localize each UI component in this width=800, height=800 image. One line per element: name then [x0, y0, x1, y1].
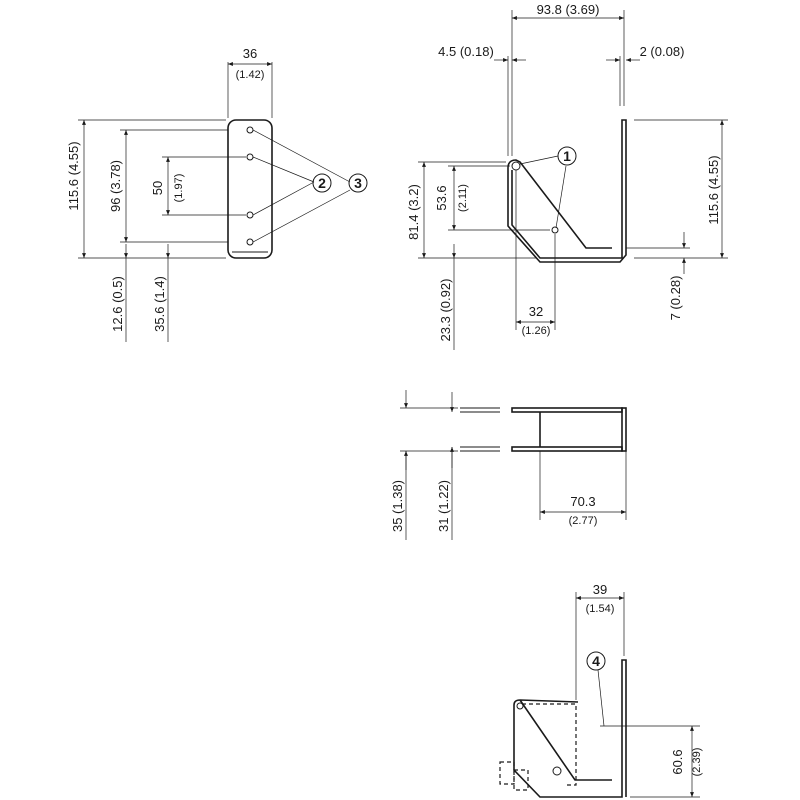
adjusted-adjust-hole	[552, 766, 562, 776]
left-thickness-label: 4.5 (0.18)	[438, 44, 494, 59]
adjusted-width-label: 39	[593, 582, 607, 597]
length-inch-label: (2.77)	[569, 515, 598, 527]
hole-pitch-inch-label: (1.97)	[173, 174, 185, 203]
offset-hole-label: 35.6 (1.4)	[152, 276, 167, 332]
pivot-height-label: 81.4 (3.2)	[406, 184, 421, 240]
mount-hole-2	[246, 153, 254, 161]
base-offset-label: 23.3 (0.92)	[438, 279, 453, 342]
callout-2-number: 2	[318, 175, 326, 191]
bracket-profile	[507, 119, 627, 263]
foot-width-inch-label: (1.26)	[522, 325, 551, 337]
foot-width-label: 32	[529, 304, 543, 319]
front-width-inch-label: (1.42)	[236, 69, 265, 81]
right-thickness-label: 2 (0.08)	[640, 44, 685, 59]
callout-1-number: 1	[563, 148, 571, 164]
adjusted-pivot-hole	[516, 702, 524, 710]
callout-3: 3	[348, 173, 368, 193]
adjusted-hidden-block	[499, 761, 515, 785]
adjusted-width-inch-label: (1.54)	[586, 603, 615, 615]
mount-hole-4	[246, 238, 254, 246]
callout-2: 2	[312, 173, 332, 193]
outer-depth-label: 35 (1.38)	[390, 480, 405, 532]
side-view: 93.8 (3.69) 4.5 (0.18) 2 (0.08) 115.6 (4…	[406, 2, 728, 350]
adjusted-hidden-outline	[522, 703, 577, 786]
slot-height-inch-label: (2.11)	[457, 184, 469, 212]
offset-bottom-label: 12.6 (0.5)	[110, 276, 125, 332]
callout-4-number: 4	[592, 653, 600, 669]
adjust-hole	[551, 226, 559, 234]
pivot-hole	[511, 161, 521, 171]
side-width-label: 93.8 (3.69)	[537, 2, 600, 17]
inner-depth-label: 31 (1.22)	[436, 480, 451, 532]
front-height-label: 115.6 (4.55)	[66, 141, 81, 210]
callout-4: 4	[586, 651, 606, 671]
front-width-label: 36	[243, 46, 257, 61]
callout-1: 1	[557, 146, 577, 166]
hole-pitch-label: 50	[150, 181, 165, 195]
mount-hole-1	[246, 126, 254, 134]
bend-height-label: 7 (0.28)	[668, 276, 683, 321]
front-view: 36 (1.42) 115.6 (4.55) 96 (3.78) 50 (1.9…	[66, 46, 351, 342]
length-label: 70.3	[570, 494, 595, 509]
slot-height-label: 53.6	[434, 185, 449, 210]
side-height-label: 115.6 (4.55)	[706, 155, 721, 224]
hole-span-label: 96 (3.78)	[108, 160, 123, 212]
adjusted-height-label: 60.6	[670, 749, 685, 774]
front-plate	[227, 119, 273, 259]
adjusted-view: 39 (1.54) 60.6 (2.39)	[499, 582, 703, 798]
adjusted-height-inch-label: (2.39)	[691, 748, 703, 777]
top-view: 35 (1.38) 31 (1.22) 70.3 (2.77)	[390, 390, 627, 540]
adjusted-bracket-profile	[513, 659, 627, 798]
mount-hole-3	[246, 211, 254, 219]
top-view-lower-flange	[511, 446, 623, 452]
top-view-end-plate	[621, 407, 627, 452]
top-view-upper-flange	[511, 407, 623, 413]
callout-3-number: 3	[354, 175, 362, 191]
